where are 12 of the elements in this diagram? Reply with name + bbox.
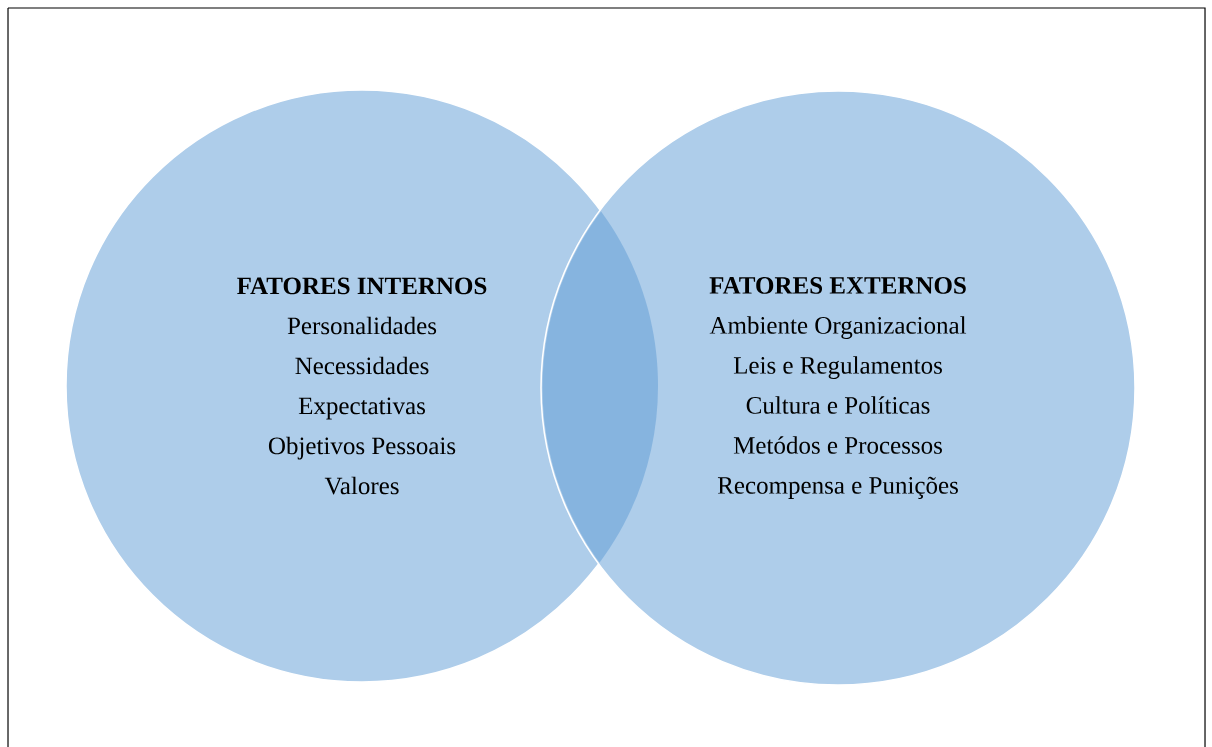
list-item: Cultura e Políticas [746, 396, 930, 414]
list-item: Expectativas [298, 397, 425, 420]
heading: FATORES EXTERNOS [709, 277, 966, 294]
list-item: Leis e Regulamentos [733, 356, 942, 379]
list-item: Metódos e Processos [733, 436, 942, 454]
list-item: Valores [324, 476, 399, 495]
list-item: Recompensa e Punições [717, 476, 958, 499]
list-item: Necessidades [295, 356, 429, 375]
list-item: Personalidades [287, 316, 437, 335]
heading: FATORES INTERNOS [237, 277, 487, 295]
list-item: Objetivos Pessoais [268, 436, 456, 460]
list-item: Ambiente Organizacional [709, 316, 967, 339]
